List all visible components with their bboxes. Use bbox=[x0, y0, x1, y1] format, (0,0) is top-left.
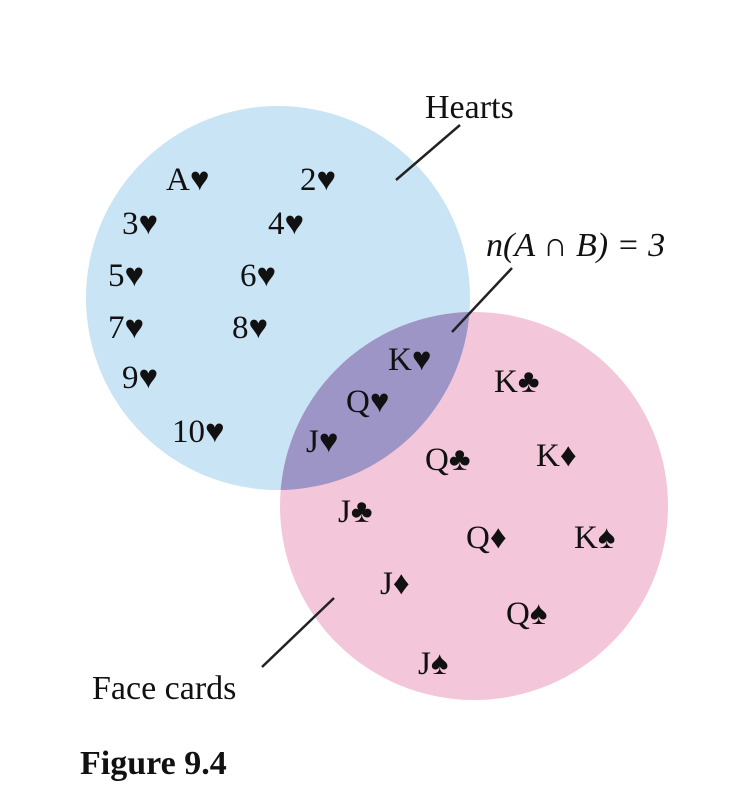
card-9-hearts: 9♥ bbox=[122, 360, 158, 396]
card-king-hearts: K♥ bbox=[388, 342, 431, 378]
card-jack-clubs: J♣ bbox=[338, 494, 373, 530]
intersection-region bbox=[280, 312, 470, 490]
card-queen-clubs: Q♣ bbox=[425, 442, 471, 478]
card-king-spades: K♠ bbox=[574, 520, 615, 556]
hearts-label: Hearts bbox=[425, 89, 514, 126]
card-ace-hearts: A♥ bbox=[166, 162, 209, 198]
card-king-diamonds: K♦ bbox=[536, 438, 577, 474]
intersection-count-label: n(A ∩ B) = 3 bbox=[486, 227, 665, 264]
face-cards-label: Face cards bbox=[92, 670, 236, 707]
card-10-hearts: 10♥ bbox=[172, 414, 225, 450]
card-king-clubs: K♣ bbox=[494, 364, 540, 400]
card-jack-spades: J♠ bbox=[418, 646, 448, 682]
card-queen-spades: Q♠ bbox=[506, 596, 547, 632]
card-6-hearts: 6♥ bbox=[240, 258, 276, 294]
card-4-hearts: 4♥ bbox=[268, 206, 304, 242]
card-3-hearts: 3♥ bbox=[122, 206, 158, 242]
card-jack-hearts: J♥ bbox=[306, 424, 338, 460]
card-5-hearts: 5♥ bbox=[108, 258, 144, 294]
card-queen-diamonds: Q♦ bbox=[466, 520, 507, 556]
card-2-hearts: 2♥ bbox=[300, 162, 336, 198]
face-cards-pointer-line bbox=[261, 597, 335, 668]
card-8-hearts: 8♥ bbox=[232, 310, 268, 346]
card-queen-hearts: Q♥ bbox=[346, 384, 389, 420]
figure-caption: Figure 9.4 bbox=[80, 745, 227, 782]
intersection-pointer-line bbox=[451, 267, 513, 333]
hearts-pointer-line bbox=[395, 124, 461, 181]
card-jack-diamonds: J♦ bbox=[380, 566, 410, 602]
card-7-hearts: 7♥ bbox=[108, 310, 144, 346]
